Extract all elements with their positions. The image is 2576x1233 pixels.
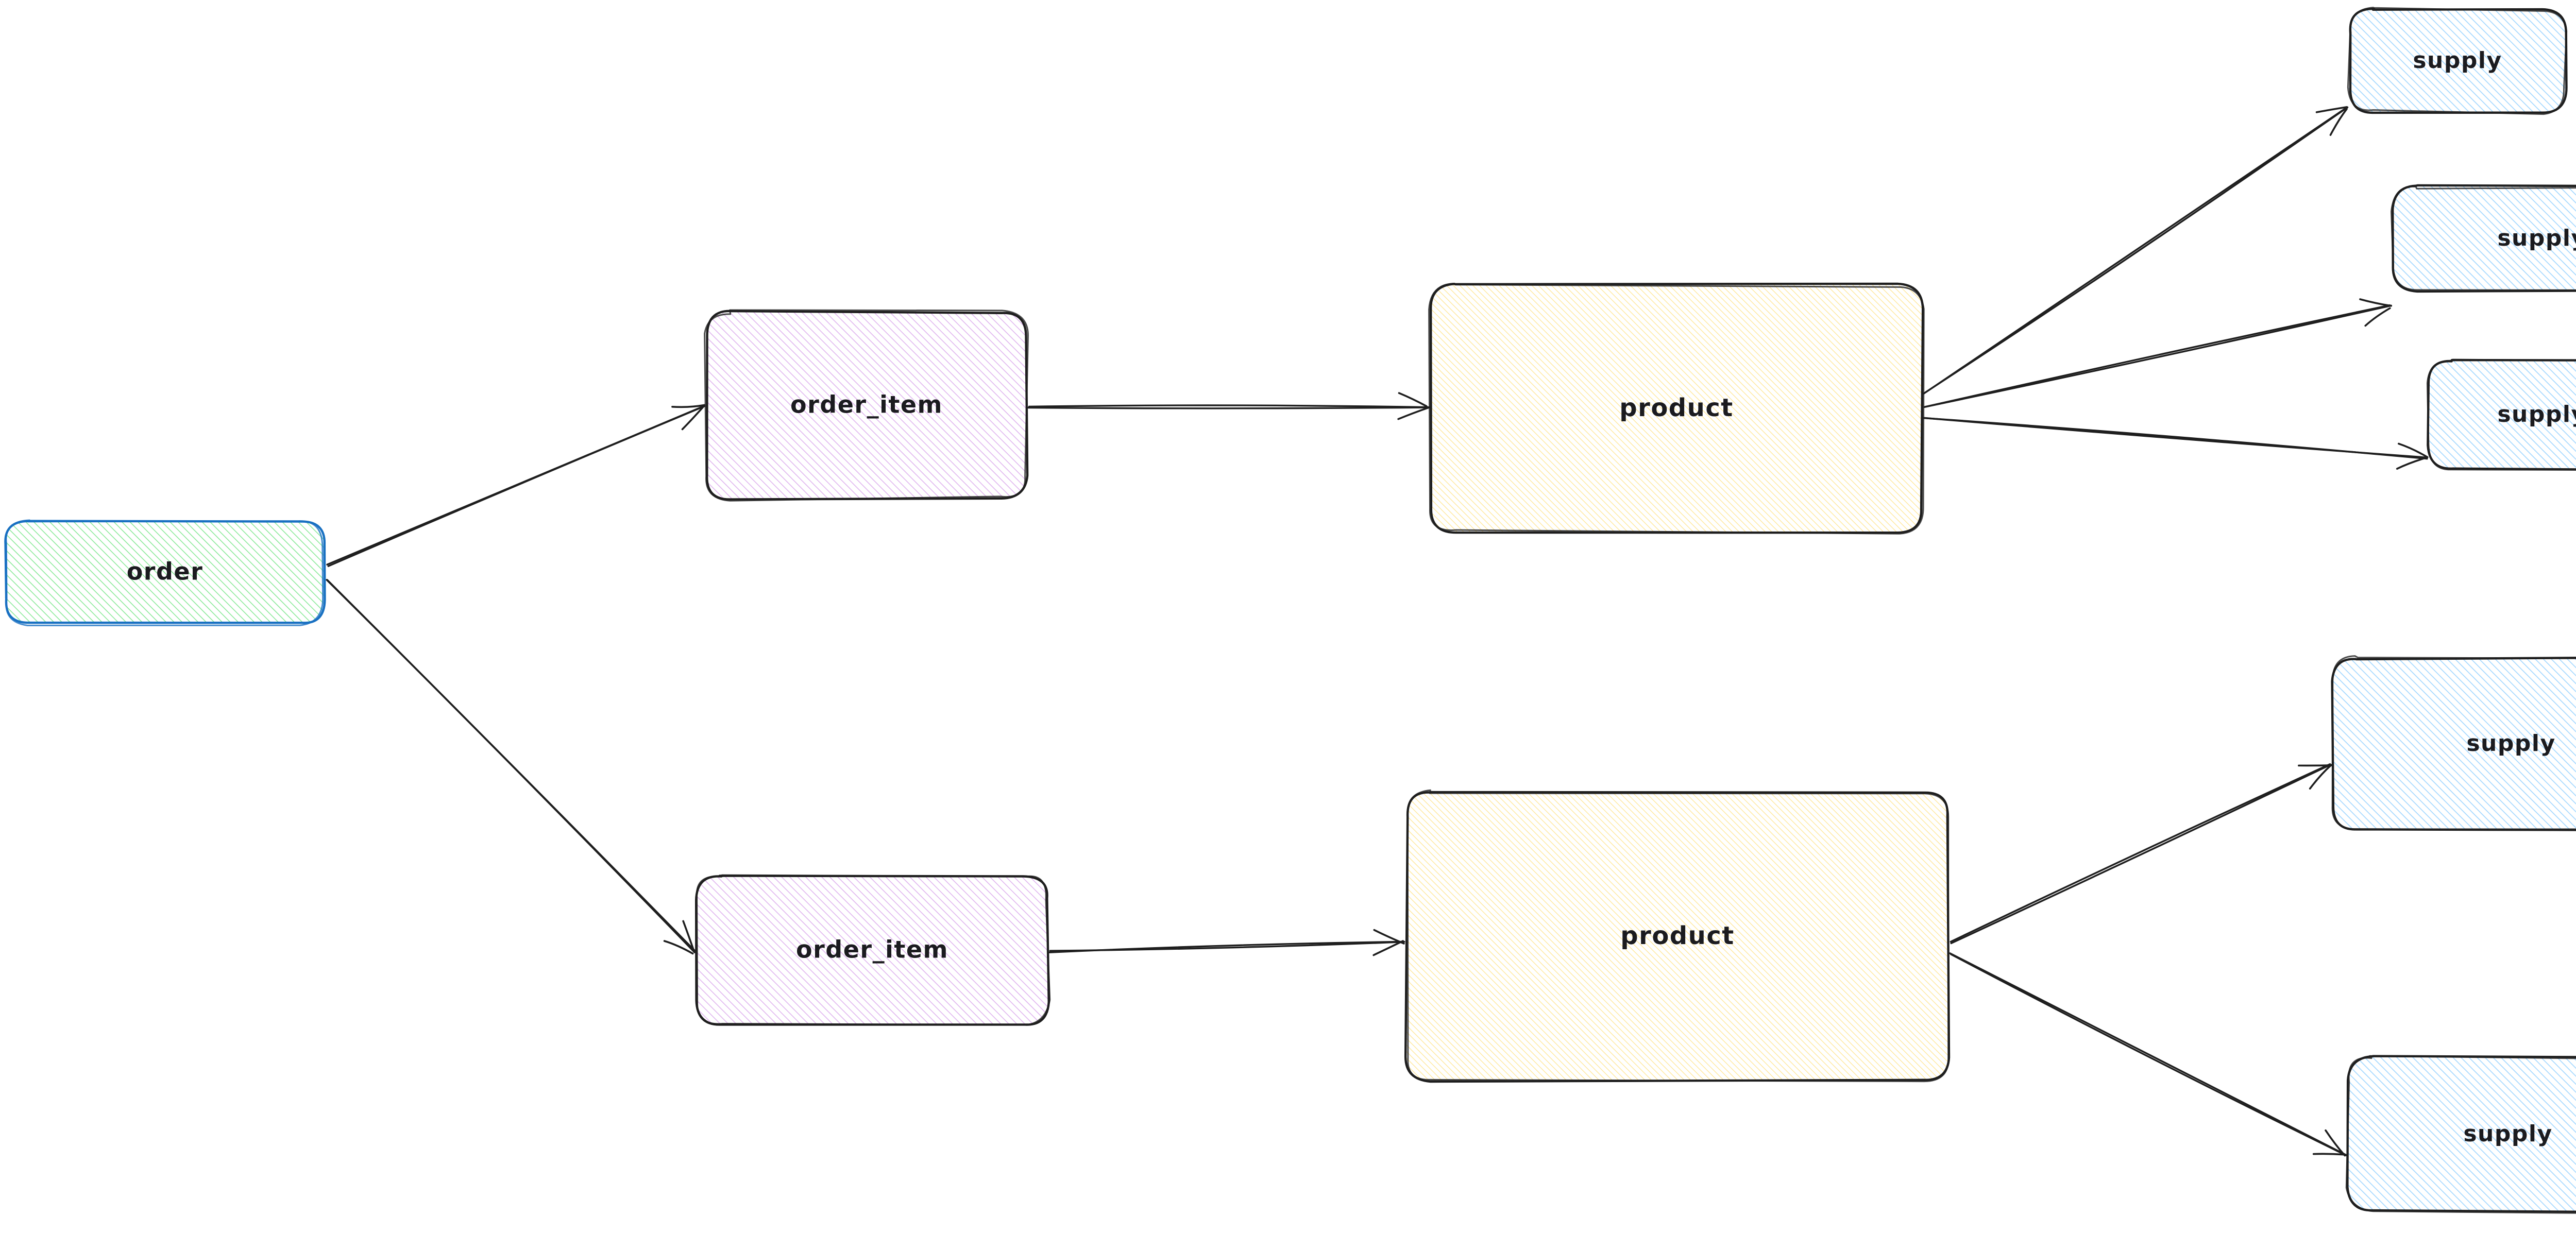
node-order_item_bottom[interactable]: order_item	[694, 874, 1051, 1026]
nodes-layer: orderorder_itemorder_itemproductproducts…	[4, 7, 2576, 1214]
edge-order-to-order_item_bottom	[326, 579, 696, 955]
node-hatch	[2348, 1056, 2576, 1212]
edge-order-to-order_item_top	[326, 404, 706, 567]
node-hatch	[706, 312, 1027, 499]
node-supply_3[interactable]: supply	[2426, 358, 2576, 471]
node-outline	[2345, 1055, 2576, 1214]
node-hatch	[2429, 360, 2576, 469]
node-outline	[2347, 7, 2568, 115]
node-outline	[2346, 1055, 2576, 1213]
node-hatch	[697, 875, 1048, 1025]
node-label-supply_4: supply	[2466, 730, 2555, 757]
node-hatch	[2349, 8, 2566, 113]
node-hatch	[2393, 186, 2576, 291]
node-label-supply_5: supply	[2463, 1121, 2552, 1147]
edge-product_bottom-to-supply_4	[1950, 763, 2334, 945]
edge-product_top-to-supply_1	[1923, 106, 2349, 395]
node-label-order_item_bottom: order_item	[796, 936, 948, 964]
node-supply_4[interactable]: supply	[2331, 655, 2576, 831]
node-hatch	[1431, 284, 1922, 533]
node-outline	[1406, 789, 1950, 1083]
node-supply_2[interactable]: supply	[2391, 184, 2576, 293]
node-supply_5[interactable]: supply	[2345, 1055, 2576, 1214]
node-label-order_item_top: order_item	[790, 391, 943, 419]
node-label-supply_1: supply	[2413, 47, 2502, 74]
node-order_item_top[interactable]: order_item	[704, 309, 1029, 502]
node-order[interactable]: order	[4, 519, 326, 626]
node-label-supply_3: supply	[2497, 401, 2576, 427]
node-label-supply_2: supply	[2497, 225, 2576, 251]
node-product_top[interactable]: product	[1428, 282, 1925, 535]
node-outline	[1428, 283, 1925, 535]
node-hatch	[5, 521, 325, 623]
node-label-order: order	[127, 558, 204, 586]
edge-order_item_top-to-product_top	[1026, 392, 1431, 420]
node-outline	[5, 519, 324, 626]
node-label-product_bottom: product	[1620, 921, 1734, 950]
node-supply_1[interactable]: supply	[2347, 7, 2568, 115]
edge-product_top-to-supply_3	[1922, 417, 2429, 470]
node-outline	[696, 874, 1051, 1026]
node-outline	[2391, 185, 2576, 291]
edges-layer	[326, 106, 2429, 1157]
edge-order_item_bottom-to-product_bottom	[1048, 929, 1405, 956]
node-outline	[2331, 655, 2576, 830]
node-label-product_top: product	[1619, 393, 1733, 422]
edge-product_top-to-supply_2	[1923, 298, 2393, 408]
node-product_bottom[interactable]: product	[1404, 789, 1951, 1083]
edge-product_bottom-to-supply_5	[1949, 952, 2347, 1157]
node-hatch	[1406, 792, 1949, 1082]
node-outline	[2426, 358, 2576, 471]
node-outline	[704, 309, 1029, 502]
node-hatch	[2332, 658, 2576, 829]
